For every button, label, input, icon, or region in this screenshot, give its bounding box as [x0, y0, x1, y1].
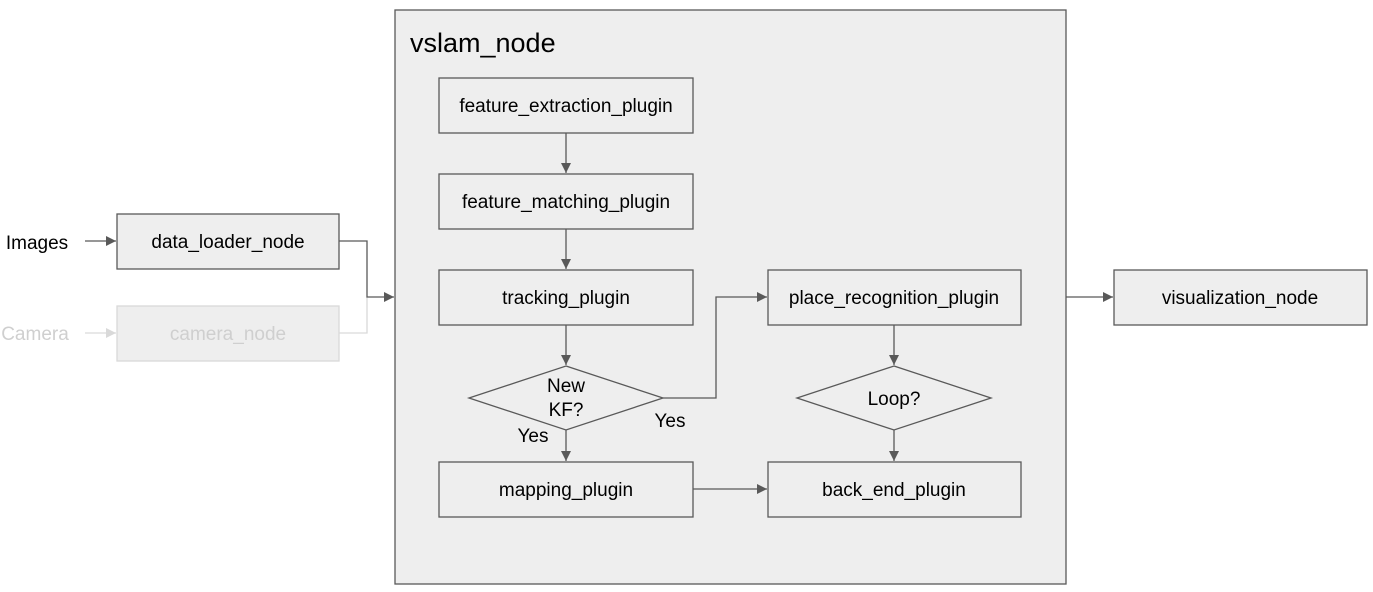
images-input-label: Images — [6, 233, 68, 254]
feature-extraction-plugin-label: feature_extraction_plugin — [459, 96, 672, 117]
feature-extraction-plugin-box[interactable] — [438, 77, 694, 134]
mapping-plugin-label: mapping_plugin — [499, 480, 633, 501]
new-kf-to-place-recognition-arrow — [663, 292, 767, 399]
tracking-plugin-label: tracking_plugin — [502, 288, 630, 309]
data-loader-to-vslam-arrow — [339, 240, 394, 302]
camera-node-box[interactable] — [116, 305, 340, 362]
camera-node-label: camera_node — [170, 324, 286, 345]
camera-input-label: Camera — [1, 324, 69, 345]
data-loader-node-box[interactable] — [116, 213, 340, 270]
data-loader-node-label: data_loader_node — [151, 232, 304, 253]
new-kf-label-line2: KF? — [549, 400, 584, 421]
camera-node-connector — [339, 297, 368, 334]
new-kf-label-line1: New — [547, 376, 585, 397]
tracking-plugin-box[interactable] — [438, 269, 694, 326]
mapping-plugin-box[interactable] — [438, 461, 694, 518]
loop-label: Loop? — [868, 389, 921, 410]
visualization-node-box[interactable] — [1113, 269, 1368, 326]
back-end-plugin-box[interactable] — [767, 461, 1022, 518]
yes-down-label: Yes — [518, 426, 549, 447]
place-recognition-plugin-label: place_recognition_plugin — [789, 288, 999, 309]
back-end-plugin-label: back_end_plugin — [822, 480, 966, 501]
yes-right-label: Yes — [655, 411, 686, 432]
visualization-node-label: visualization_node — [1162, 288, 1318, 309]
feature-matching-plugin-label: feature_matching_plugin — [462, 192, 670, 213]
place-recognition-plugin-box[interactable] — [767, 269, 1022, 326]
vslam-node-title: vslam_node — [410, 28, 556, 58]
